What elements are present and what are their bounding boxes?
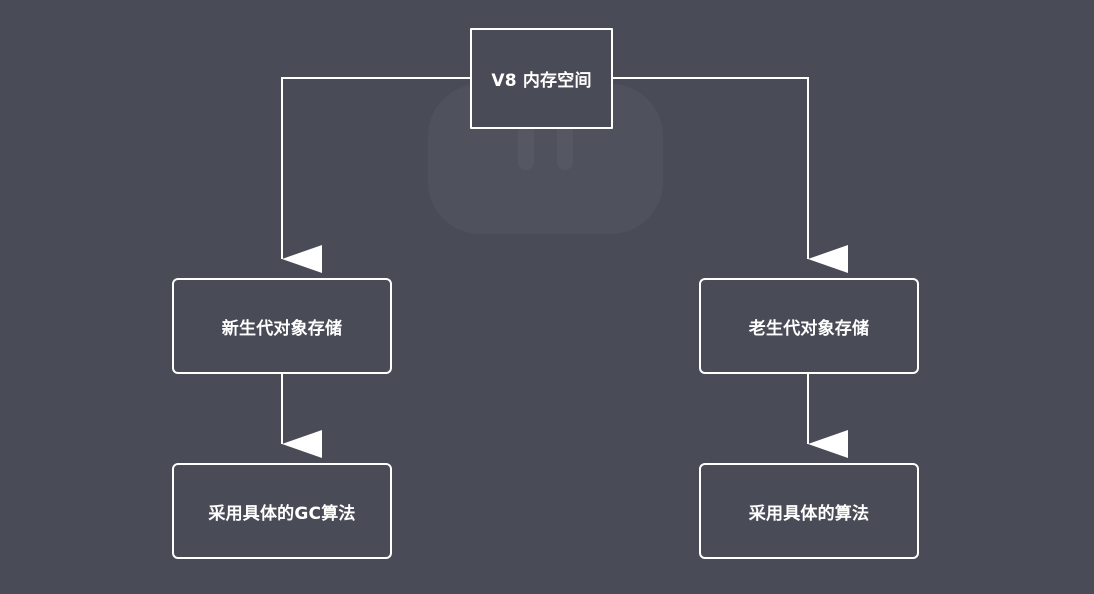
new-generation-algorithm-label: 采用具体的GC算法 bbox=[208, 503, 356, 524]
old-generation-algorithm-node: 采用具体的算法 bbox=[699, 463, 919, 559]
old-generation-algorithm-label: 采用具体的算法 bbox=[748, 503, 870, 524]
old-generation-node: 老生代对象存储 bbox=[699, 278, 919, 374]
root-to-left-arrow bbox=[281, 77, 470, 273]
new-generation-node: 新生代对象存储 bbox=[172, 278, 392, 374]
root-to-right-arrow bbox=[613, 77, 848, 273]
new-generation-label: 新生代对象存储 bbox=[221, 318, 343, 339]
new-generation-algorithm-node: 采用具体的GC算法 bbox=[172, 463, 392, 559]
old-generation-label: 老生代对象存储 bbox=[748, 318, 870, 339]
root-node: V8 内存空间 bbox=[470, 28, 613, 129]
root-node-label: V8 内存空间 bbox=[491, 71, 592, 91]
